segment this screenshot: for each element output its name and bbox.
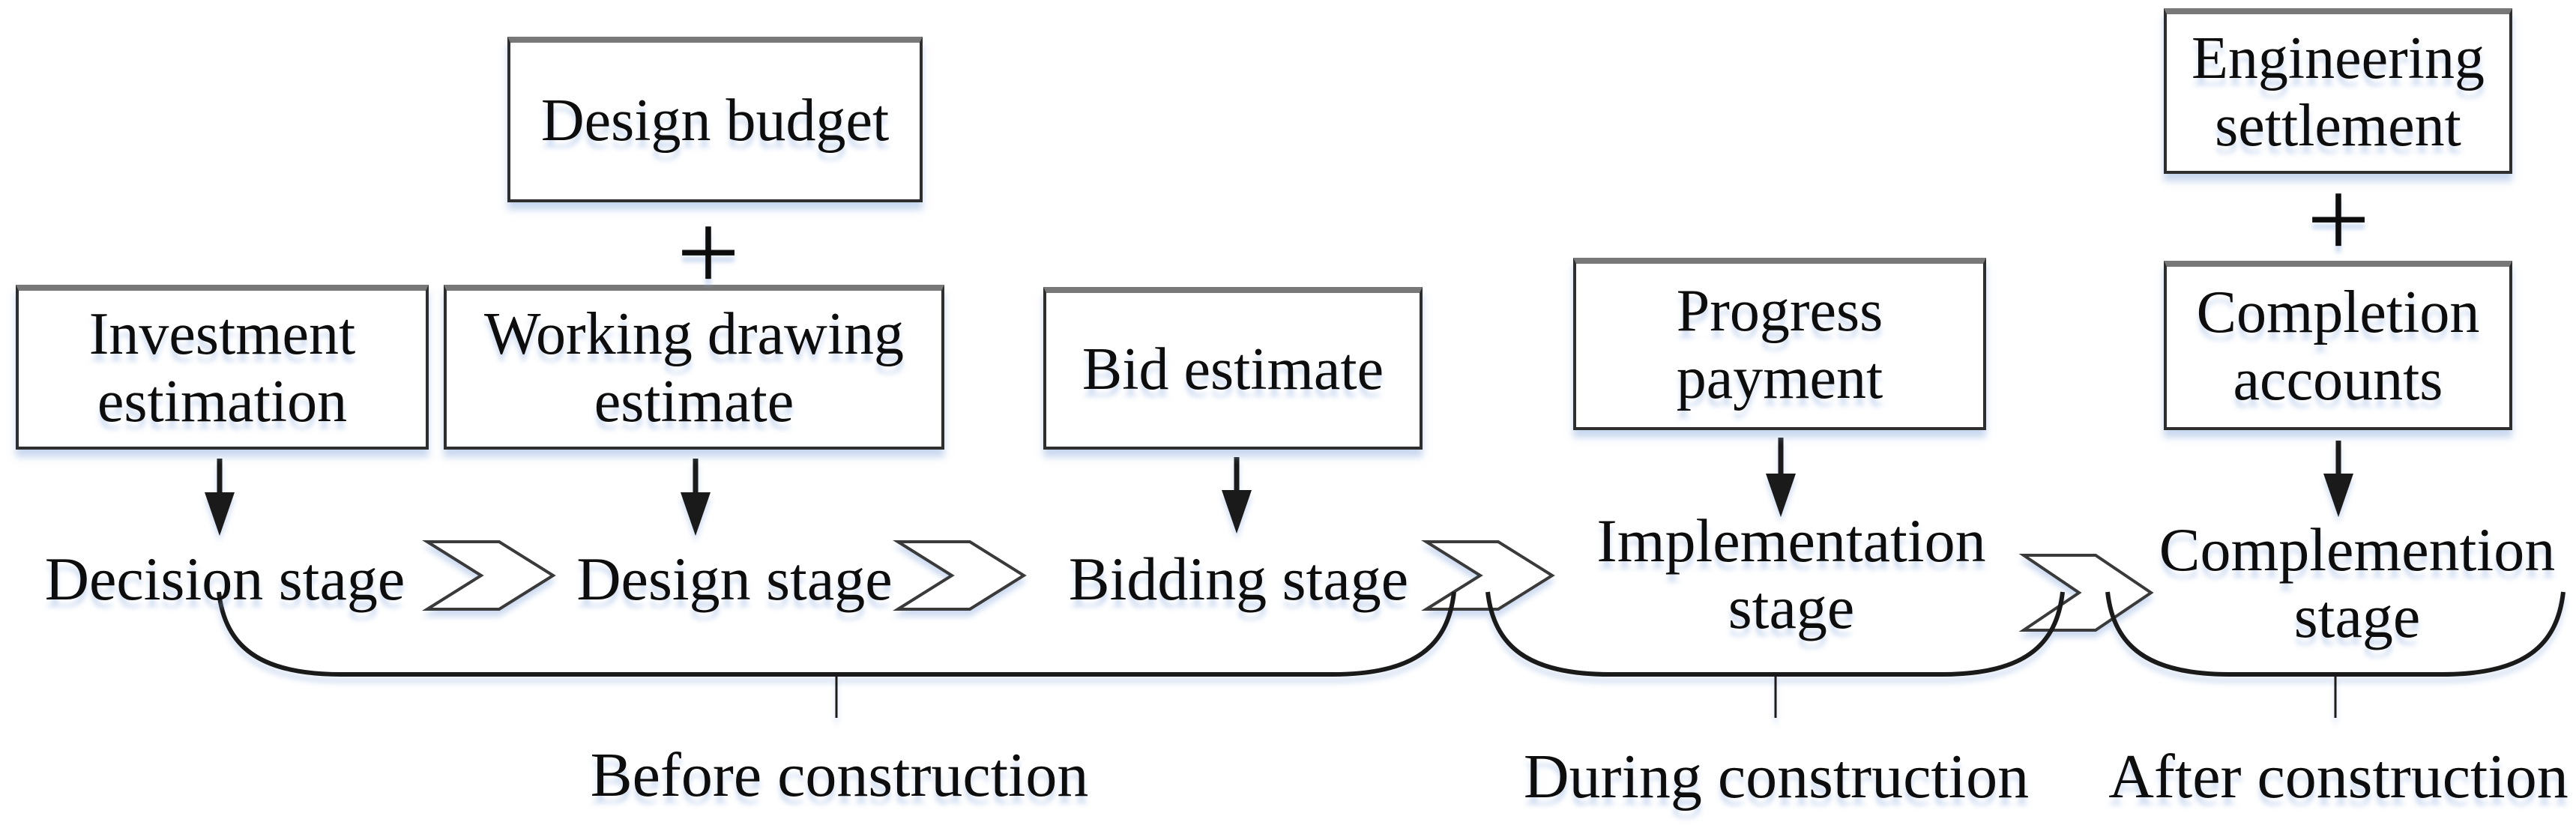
- box-working-drawing-estimate-label: Working drawing estimate: [483, 301, 905, 435]
- stage-label-implementation: Implementation stage: [1596, 507, 1986, 641]
- phase-label-during-construction: During construction: [1523, 742, 2030, 812]
- stage-label-complemention: Complemention stage: [2159, 516, 2556, 650]
- chevron-design-to-bidding-icon: [893, 540, 1027, 611]
- box-bid-estimate: Bid estimate: [1043, 287, 1423, 450]
- box-completion-accounts: Completion accounts: [2164, 261, 2512, 430]
- down-arrow-working-drawing-to-design: [681, 459, 711, 536]
- box-engineering-settlement-label: Engineering settlement: [2192, 25, 2485, 159]
- down-arrow-bid-estimate-to-bidding: [1222, 457, 1252, 534]
- box-investment-estimation-label: Investment estimation: [88, 301, 356, 435]
- box-engineering-settlement: Engineering settlement: [2164, 8, 2512, 174]
- box-working-drawing-estimate: Working drawing estimate: [444, 285, 944, 450]
- box-bid-estimate-label: Bid estimate: [1082, 336, 1384, 402]
- chevron-decision-to-design-icon: [422, 540, 556, 611]
- stage-label-design: Design stage: [576, 545, 893, 613]
- box-completion-accounts-label: Completion accounts: [2196, 279, 2480, 413]
- stage-label-decision: Decision stage: [44, 545, 405, 613]
- box-investment-estimation: Investment estimation: [16, 285, 429, 450]
- brace-during-construction: [1485, 591, 2065, 718]
- down-arrow-progress-payment-to-implementation: [1766, 438, 1796, 517]
- chevron-implementation-to-complemention-icon: [2018, 554, 2154, 632]
- box-design-budget-label: Design budget: [540, 87, 890, 154]
- box-progress-payment-label: Progress payment: [1676, 278, 1883, 411]
- chevron-bidding-to-implementation-icon: [1421, 540, 1555, 611]
- down-arrow-completion-accounts-to-complemention: [2323, 441, 2353, 517]
- stage-label-bidding: Bidding stage: [1068, 545, 1409, 613]
- phase-label-before-construction: Before construction: [590, 740, 1089, 810]
- brace-before-construction: [217, 591, 1456, 718]
- brace-after-construction: [2105, 591, 2566, 718]
- plus-sign-engineering-settlement: +: [2306, 157, 2371, 282]
- box-design-budget: Design budget: [507, 37, 923, 202]
- box-progress-payment: Progress payment: [1573, 258, 1986, 430]
- down-arrow-investment-to-decision: [205, 459, 235, 536]
- plus-sign-design-budget: +: [676, 190, 740, 315]
- phase-label-after-construction: After construction: [2108, 742, 2569, 812]
